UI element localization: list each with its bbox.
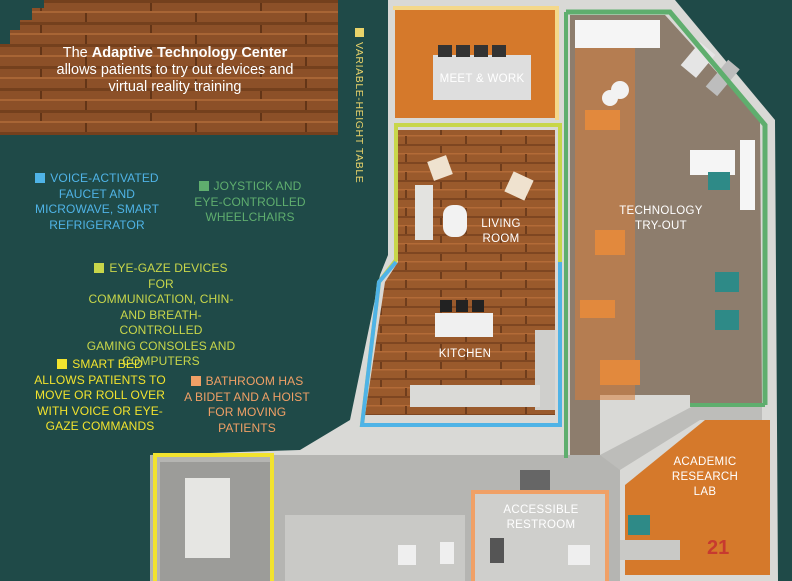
outline-smart-bed [153, 453, 274, 581]
room-label-living-line-1: LIVING [481, 218, 521, 230]
headline-bold: Adaptive Technology Center [91, 45, 288, 61]
outline-meet-work [393, 6, 559, 120]
room-label-research-lab: ACADEMIC RESEARCH LAB [660, 455, 750, 500]
legend-line: VOICE-ACTIVATED [32, 171, 162, 187]
legend-text: AND BREATH-CONTROLLED [119, 307, 203, 338]
headline-line-3: virtual reality training [108, 79, 242, 95]
legend-swatch [35, 173, 46, 183]
room-label-lab-line-2: RESEARCH [671, 471, 739, 483]
legend-text: WHEELCHAIRS [205, 210, 295, 224]
room-label-tech: TECHNOLOGY TRY-OUT [612, 204, 710, 234]
page-number: 21 [707, 537, 730, 559]
room-label-lab-line-1: ACADEMIC [673, 456, 737, 468]
side-label-swatch [355, 28, 364, 37]
legend-text: BATHROOM HAS [205, 374, 304, 388]
legend-line: EYE-GAZE DEVICES FOR [82, 261, 240, 292]
legend-text: REFRIGERATOR [49, 217, 145, 232]
legend-line: A BIDET AND A HOIST [182, 390, 312, 406]
room-label-restroom: ACCESSIBLE RESTROOM [500, 503, 582, 533]
legend-line: REFRIGERATOR [32, 218, 162, 234]
headline-line-2: allows patients to try out devices and [56, 62, 294, 78]
legend-line: GAMING CONSOLES AND [82, 339, 240, 355]
legend-line: WITH VOICE OR EYE- [32, 404, 168, 420]
room-label-rest-line-2: RESTROOM [506, 519, 576, 531]
room-label-living: LIVING ROOM [470, 217, 532, 247]
legend-line: FOR MOVING PATIENTS [182, 405, 312, 436]
room-label-tech-line-1: TECHNOLOGY [619, 205, 703, 217]
legend-line: JOYSTICK AND [190, 179, 310, 195]
legend-line: GAZE COMMANDS [32, 419, 168, 435]
legend-text: FAUCET AND [58, 186, 136, 201]
legend-swatch [57, 359, 68, 369]
legend-swatch [190, 376, 201, 386]
research-lab-floor [625, 420, 770, 575]
legend-swatch [198, 181, 209, 191]
wood-panel [0, 0, 338, 135]
legend-text: MICROWAVE, SMART [34, 202, 160, 216]
legend-text: EYE-GAZE DEVICES FOR [109, 261, 228, 291]
legend-text: COMMUNICATION, CHIN- [88, 292, 234, 306]
room-label-lab-line-3: LAB [693, 486, 717, 498]
legend-text: FOR MOVING PATIENTS [207, 405, 287, 435]
legend-text: MOVE OR ROLL OVER [35, 388, 165, 402]
legend-line: SMART BED [32, 357, 168, 373]
legend-text: WITH VOICE OR EYE- [37, 403, 163, 418]
room-label-kitchen: KITCHEN [438, 348, 492, 360]
outline-kitchen-blue [359, 260, 562, 427]
legend-text: GAZE COMMANDS [45, 419, 155, 433]
living-kitchen-floor [365, 130, 555, 415]
room-label-rest-line-1: ACCESSIBLE [503, 504, 579, 516]
room-label-meet-work: MEET & WORK [439, 73, 525, 85]
room-label-living-line-2: ROOM [482, 233, 520, 245]
legend-line: BATHROOM HAS [182, 374, 312, 390]
legend-text: SMART BED [72, 357, 143, 371]
legend-line: COMMUNICATION, CHIN- [82, 292, 240, 308]
room-label-tech-line-2: TRY-OUT [635, 220, 687, 232]
legend-text: A BIDET AND A HOIST [184, 389, 310, 404]
outline-tech [566, 9, 768, 405]
legend-text: GAMING CONSOLES AND [86, 338, 236, 353]
legend-text: ALLOWS PATIENTS TO [34, 372, 166, 387]
legend-text: COMPUTERS [122, 354, 200, 368]
legend-swatch [94, 263, 105, 273]
variable-height-table-label: VARIABLE-HEIGHT TABLE [353, 42, 365, 184]
legend-line: COMPUTERS [82, 354, 240, 370]
legend-line: EYE-CONTROLLED [190, 195, 310, 211]
legend-text: JOYSTICK AND [213, 179, 302, 193]
headline: The Adaptive Technology Center allows pa… [30, 45, 320, 96]
legend-line: FAUCET AND [32, 187, 162, 203]
legend-text: EYE-CONTROLLED [194, 194, 306, 209]
legend-line: WHEELCHAIRS [190, 210, 310, 226]
legend-line: ALLOWS PATIENTS TO [32, 373, 168, 389]
legend-text: VOICE-ACTIVATED [50, 171, 159, 185]
legend-line: AND BREATH-CONTROLLED [82, 308, 240, 339]
headline-prefix: The [62, 45, 92, 61]
legend-line: MICROWAVE, SMART [32, 202, 162, 218]
legend-line: MOVE OR ROLL OVER [32, 388, 168, 404]
outline-restroom [471, 490, 609, 581]
